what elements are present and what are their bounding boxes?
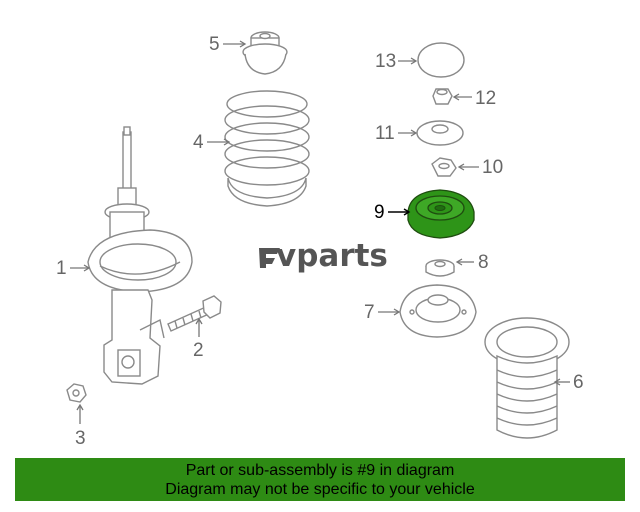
callout-6[interactable]: 6 xyxy=(553,372,584,393)
callout-11[interactable]: 11 xyxy=(375,123,418,144)
svg-text:13: 13 xyxy=(375,51,396,72)
svg-text:7: 7 xyxy=(364,302,375,323)
svg-text:6: 6 xyxy=(573,372,584,393)
svg-text:5: 5 xyxy=(209,34,220,55)
notice-line-part: Part or sub-assembly is #9 in diagram xyxy=(185,462,455,479)
callout-8[interactable]: 8 xyxy=(455,252,489,273)
svg-text:2: 2 xyxy=(193,340,204,361)
svg-text:12: 12 xyxy=(475,88,496,109)
svg-text:1: 1 xyxy=(56,258,67,279)
svg-text:8: 8 xyxy=(478,252,489,273)
part-11-washer[interactable] xyxy=(416,120,464,146)
part-2-bolt[interactable] xyxy=(167,295,222,332)
svg-text:9: 9 xyxy=(374,202,385,223)
part-1-strut-assembly[interactable] xyxy=(87,126,193,385)
part-12-lock-nut[interactable] xyxy=(432,88,453,105)
callout-7[interactable]: 7 xyxy=(364,302,401,323)
part-9-mount-bearing-highlighted[interactable] xyxy=(407,189,475,239)
part-3-nut[interactable] xyxy=(66,383,87,403)
part-4-coil-spring[interactable] xyxy=(224,90,310,207)
svg-text:4: 4 xyxy=(193,132,204,153)
svg-text:10: 10 xyxy=(482,157,503,178)
callout-12[interactable]: 12 xyxy=(452,88,496,109)
callout-9-highlighted[interactable]: 9 xyxy=(374,202,411,223)
part-8-bushing[interactable] xyxy=(425,259,455,277)
notice-banner: Part or sub-assembly is #9 in diagram Di… xyxy=(15,458,625,501)
svg-text:11: 11 xyxy=(375,123,395,144)
part-13-cap[interactable] xyxy=(417,42,465,78)
notice-line-disclaimer: Diagram may not be specific to your vehi… xyxy=(165,481,475,498)
svg-text:3: 3 xyxy=(75,428,86,449)
callout-13[interactable]: 13 xyxy=(375,51,418,72)
callout-5[interactable]: 5 xyxy=(209,34,247,55)
part-10-nut[interactable] xyxy=(431,157,457,177)
exploded-parts-diagram: vparts 1 2 3 4 5 6 7 8 9 10 11 xyxy=(56,31,584,449)
callout-4[interactable]: 4 xyxy=(193,132,231,153)
part-7-strut-mount[interactable] xyxy=(399,284,477,338)
callout-2[interactable]: 2 xyxy=(193,317,204,361)
callout-3[interactable]: 3 xyxy=(75,403,86,449)
part-5-bump-stop[interactable] xyxy=(242,31,288,75)
part-6-dust-boot[interactable] xyxy=(484,317,570,439)
callout-10[interactable]: 10 xyxy=(457,157,503,178)
callout-1[interactable]: 1 xyxy=(56,258,91,279)
evparts-logo: vparts xyxy=(259,238,388,274)
logo-text: vparts xyxy=(276,238,388,274)
